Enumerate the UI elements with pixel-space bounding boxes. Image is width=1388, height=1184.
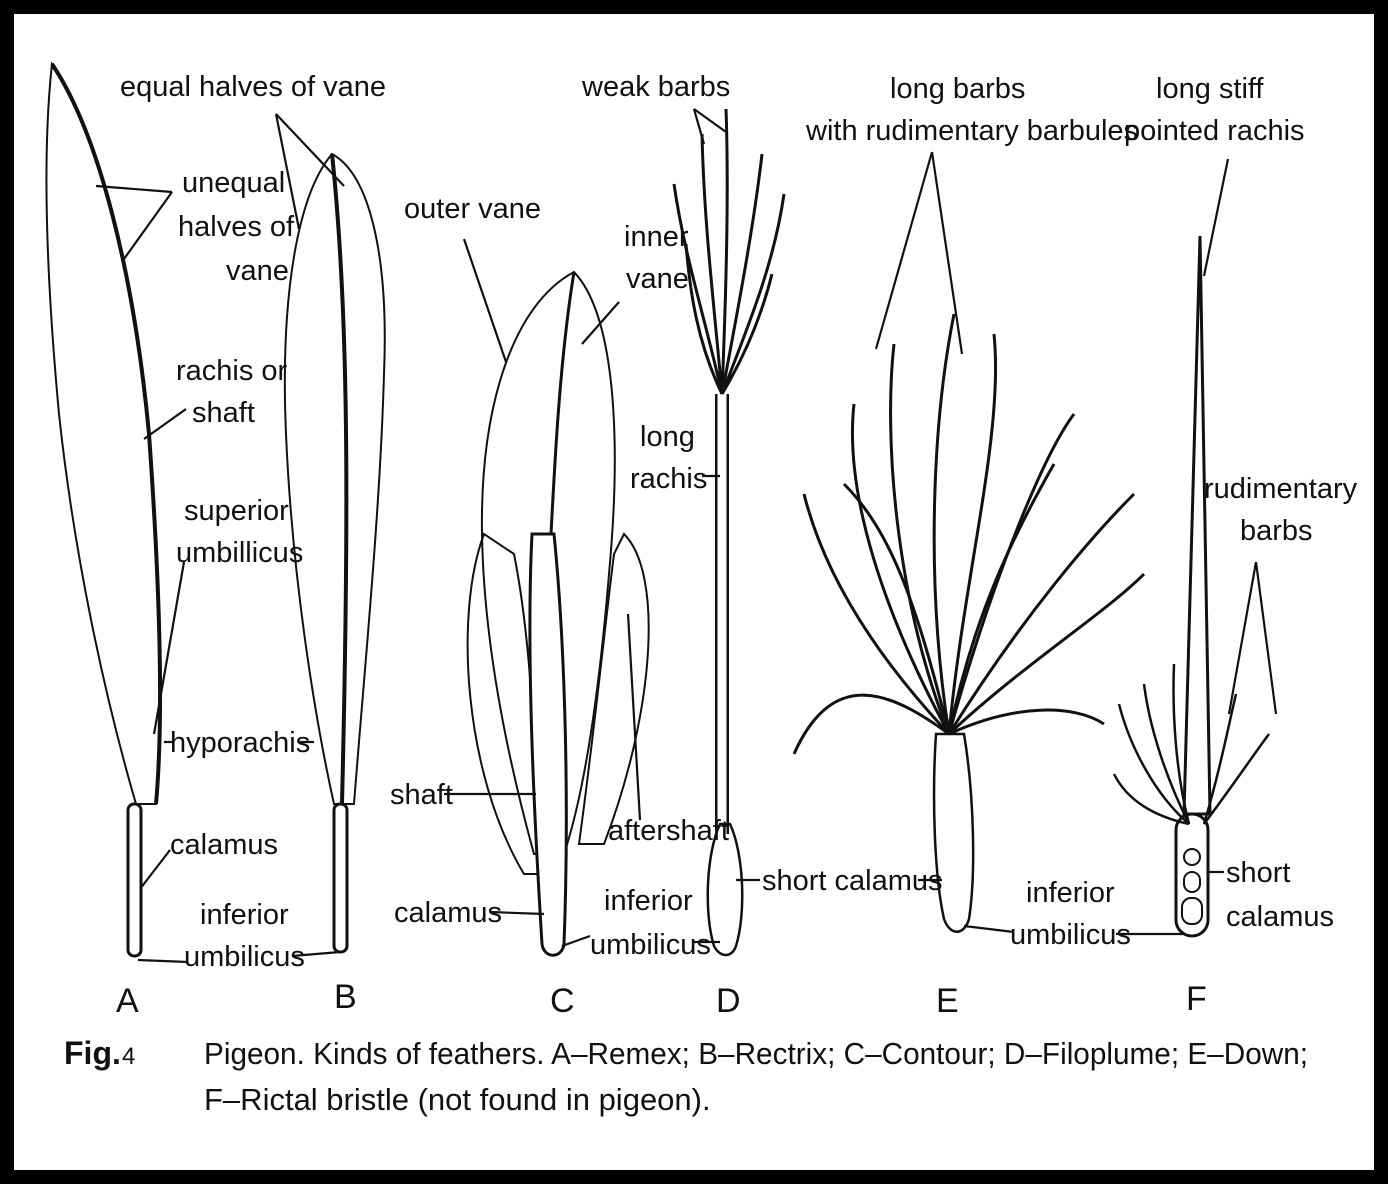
label-long-barbs-1: long barbs (890, 73, 1025, 105)
label-rudimentary-barbs-2: barbs (1240, 515, 1313, 547)
feather-c-contour (468, 272, 649, 955)
label-rachis-1: rachis or (176, 355, 288, 387)
caption-fig-number: 4 (122, 1043, 135, 1070)
label-long-stiff-2: pointed rachis (1124, 115, 1305, 147)
label-short-calamus-f-1: short (1226, 857, 1290, 889)
label-long-stiff-1: long stiff (1156, 73, 1264, 105)
feather-diagram: equal halves of vane unequal halves of v… (14, 14, 1374, 1170)
letter-b: B (334, 978, 357, 1016)
label-inferior-a-1: inferior (200, 899, 289, 931)
label-shaft-c: shaft (390, 779, 453, 811)
label-aftershaft: aftershaft (608, 815, 729, 847)
figure-frame: equal halves of vane unequal halves of v… (14, 14, 1374, 1170)
label-weak-barbs: weak barbs (581, 71, 730, 103)
label-rachis-2: shaft (192, 397, 255, 429)
label-short-calamus-f-2: calamus (1226, 901, 1334, 933)
label-calamus-a: calamus (170, 829, 278, 861)
label-inferior-c-2: umbilicus (590, 929, 711, 961)
letter-f: F (1186, 980, 1207, 1018)
feather-letters: A B C D E F (116, 978, 1207, 1020)
label-unequal-1: unequal (182, 167, 285, 199)
label-inner-vane-2: vane (626, 263, 689, 295)
label-short-calamus-d: short calamus (762, 865, 943, 897)
label-outer-vane: outer vane (404, 193, 541, 225)
figure-caption: Fig. 4 Pigeon. Kinds of feathers. A–Reme… (64, 1035, 1308, 1117)
feather-f-rictal-bristle (1114, 236, 1269, 936)
label-superior-2: umbillicus (176, 537, 303, 569)
label-calamus-c: calamus (394, 897, 502, 929)
letter-c: C (550, 982, 575, 1020)
label-long-rachis-2: rachis (630, 463, 707, 495)
letter-a: A (116, 982, 139, 1020)
label-equal-halves-of-vane: equal halves of vane (120, 71, 386, 103)
label-unequal-2: halves of (178, 211, 295, 243)
label-inner-vane-1: inner (624, 221, 689, 253)
letter-e: E (936, 982, 959, 1020)
label-rudimentary-barbs-1: rudimentary (1204, 473, 1358, 505)
caption-line-1: Pigeon. Kinds of feathers. A–Remex; B–Re… (204, 1036, 1308, 1071)
label-inferior-e-1: inferior (1026, 877, 1115, 909)
label-inferior-c-1: inferior (604, 885, 693, 917)
feather-a-remex (46, 64, 160, 959)
label-superior-1: superior (184, 495, 289, 527)
label-inferior-e-2: umbilicus (1010, 919, 1131, 951)
label-unequal-3: vane (226, 255, 289, 287)
label-long-rachis-1: long (640, 421, 695, 453)
caption-fig-word: Fig. (64, 1035, 121, 1071)
letter-d: D (716, 982, 741, 1020)
label-hyporachis: hyporachis (170, 727, 310, 759)
caption-line-2: F–Rictal bristle (not found in pigeon). (204, 1082, 711, 1117)
feather-e-down (794, 314, 1144, 932)
label-inferior-a-2: umbilicus (184, 941, 305, 973)
label-long-barbs-2: with rudimentary barbules (805, 115, 1138, 147)
